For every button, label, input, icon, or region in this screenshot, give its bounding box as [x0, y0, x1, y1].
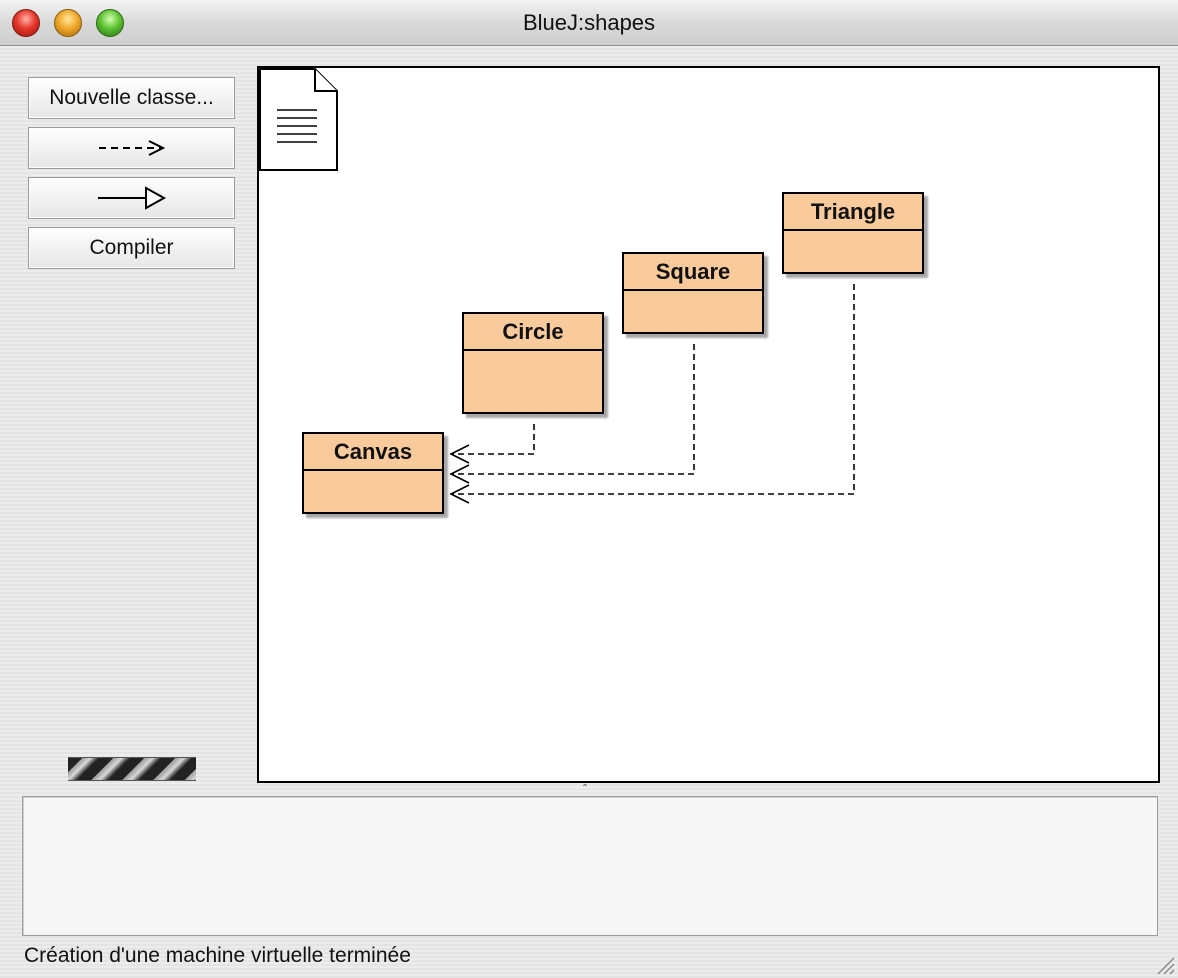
new-class-button[interactable]: Nouvelle classe... — [28, 77, 235, 119]
object-bench[interactable] — [22, 796, 1158, 936]
class-name: Circle — [464, 314, 602, 351]
title-bar: BlueJ:shapes — [0, 0, 1178, 46]
class-box-square[interactable]: Square — [622, 252, 764, 334]
class-box-circle[interactable]: Circle — [462, 312, 604, 414]
class-name: Triangle — [784, 194, 922, 231]
minimize-window-button[interactable] — [54, 9, 82, 37]
inheritance-arrow-icon — [97, 186, 166, 210]
class-box-triangle[interactable]: Triangle — [782, 192, 924, 274]
class-box-canvas[interactable]: Canvas — [302, 432, 444, 514]
class-name: Canvas — [304, 434, 442, 471]
new-inheritance-arrow-button[interactable] — [28, 177, 235, 219]
dashed-arrow-icon — [98, 140, 165, 156]
square-uses-canvas-arrow — [453, 344, 695, 475]
close-window-button[interactable] — [12, 9, 40, 37]
new-uses-arrow-button[interactable] — [28, 127, 235, 169]
window-title: BlueJ:shapes — [522, 10, 656, 35]
vm-activity-indicator — [68, 757, 196, 781]
circle-uses-canvas-arrow — [453, 424, 535, 455]
status-message: Création d'une machine virtuelle terminé… — [24, 944, 411, 967]
compile-button[interactable]: Compiler — [28, 227, 235, 269]
readme-note-icon[interactable] — [259, 68, 339, 172]
splitter-handle-icon[interactable]: ˆ — [583, 782, 587, 796]
triangle-uses-canvas-arrow — [453, 284, 855, 495]
class-diagram-canvas[interactable]: Triangle Square Circle Canvas — [257, 66, 1160, 783]
dependency-arrows — [449, 284, 855, 504]
class-name: Square — [624, 254, 762, 291]
resize-grip-icon[interactable] — [1152, 952, 1176, 976]
zoom-window-button[interactable] — [96, 9, 124, 37]
